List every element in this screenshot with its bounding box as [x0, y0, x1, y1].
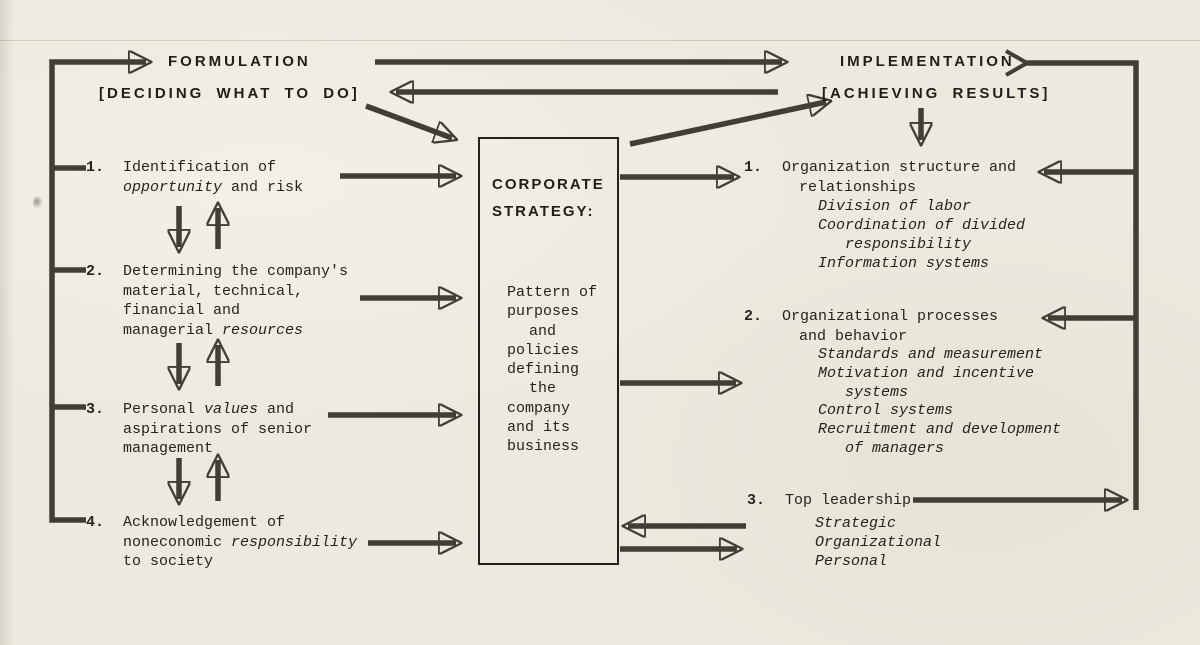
subitem: Coordination of divided [818, 217, 1026, 234]
subitem: Recruitment and development [818, 421, 1062, 439]
strategy-desc-line: and its [507, 419, 571, 437]
implementation-subtitle: [ACHIEVING RESULTS] [822, 85, 1051, 102]
item-text: Organization structure and relationships… [782, 158, 1025, 273]
item-text: Acknowledgement of noneconomic responsib… [123, 513, 357, 572]
scan-edge-shadow [0, 0, 14, 645]
item-number: 1. [744, 159, 763, 176]
item-subitems: Strategic Organizational Personal [785, 514, 941, 571]
item-text: Top leadership Strategic Organizational … [785, 491, 941, 571]
subitem: of managers [845, 439, 945, 457]
formulation-item-3: 3. Personal values and aspirations of se… [86, 400, 312, 459]
item-text: Identification of opportunity and risk [123, 158, 303, 197]
text-run: material, technical, [123, 282, 304, 300]
subitem: Division of labor [818, 198, 972, 215]
text-run: management [123, 440, 214, 457]
implementation-title: IMPLEMENTATION [840, 53, 1015, 70]
text-run: aspirations of senior [123, 420, 313, 438]
text-run: Acknowledgement of [123, 514, 286, 531]
paper-crease [0, 40, 1200, 41]
formulation-spine-arrow [49, 62, 146, 523]
text-run-italic: opportunity [123, 178, 223, 196]
item-heading-line: and behavior [799, 327, 908, 345]
item-heading-line: Organization structure and [782, 159, 1017, 176]
item-heading-line: relationships [799, 178, 917, 196]
strategy-desc-line: business [507, 438, 580, 456]
formulation-item-1: 1. Identification of opportunity and ris… [86, 158, 303, 197]
strategy-desc-line: and [529, 322, 557, 340]
formulation-item-2: 2. Determining the company's material, t… [86, 262, 348, 340]
strategy-to-achieving-arrow [629, 102, 826, 147]
corporate-strategy-description: Pattern of purposes and policies definin… [480, 283, 617, 457]
text-run: and risk [222, 178, 304, 196]
corporate-strategy-title: CORPORATE STRATEGY: [480, 171, 617, 225]
item-heading-line: Organizational processes [782, 308, 999, 325]
strategy-desc-line: defining [507, 361, 580, 379]
item-number: 4. [86, 514, 105, 531]
implementation-item-3: 3. Top leadership Strategic Organization… [747, 491, 941, 571]
item-heading-line: Top leadership [785, 492, 912, 509]
subitem: Motivation and incentive [818, 364, 1035, 382]
subitem: Standards and measurement [818, 346, 1044, 363]
item-number: 1. [86, 159, 105, 176]
item-text: Organizational processes and behavior St… [782, 307, 1061, 459]
text-run: noneconomic [123, 533, 232, 551]
deciding-to-strategy-arrow [365, 103, 452, 138]
subitem: Strategic [815, 514, 897, 532]
text-run: managerial [123, 321, 223, 339]
item-number: 2. [744, 308, 763, 325]
text-run: Personal [123, 401, 205, 418]
text-run: Identification of [123, 159, 277, 176]
text-run: to society [123, 553, 214, 570]
subitem: systems [845, 383, 909, 401]
strategy-desc-line: the [529, 380, 557, 398]
implementation-spine [1027, 60, 1139, 510]
subitem: Personal [815, 552, 888, 570]
corporate-strategy-box: CORPORATE STRATEGY: Pattern of purposes … [478, 137, 619, 565]
item-number: 3. [86, 401, 105, 418]
strategy-desc-line: policies [507, 341, 580, 359]
corporate-strategy-title-line1: CORPORATE [492, 176, 605, 193]
text-run: Determining the company's [123, 263, 349, 280]
text-run-italic: resources [222, 321, 304, 339]
item-subitems: Standards and measurement Motivation and… [782, 346, 1061, 459]
text-run-italic: responsibility [231, 533, 358, 551]
formulation-subtitle: [DECIDING WHAT TO DO] [99, 85, 360, 102]
scan-artifact [33, 196, 42, 210]
formulation-title: FORMULATION [168, 53, 311, 70]
item-subitems: Division of labor Coordination of divide… [782, 197, 1025, 273]
item-text: Determining the company's material, tech… [123, 262, 348, 340]
subitem: responsibility [845, 236, 972, 253]
subitem: Control systems [818, 402, 954, 420]
implementation-item-2: 2. Organizational processes and behavior… [744, 307, 1061, 459]
item-number: 2. [86, 263, 105, 280]
strategy-desc-line: company [507, 399, 571, 417]
subitem: Organizational [815, 533, 942, 551]
corporate-strategy-title-line2: STRATEGY: [492, 203, 595, 220]
item-number: 3. [747, 492, 766, 509]
subitem: Information systems [818, 255, 990, 272]
text-run: and [258, 401, 295, 418]
strategy-desc-line: purposes [507, 303, 580, 321]
item-text: Personal values and aspirations of senio… [123, 400, 312, 459]
formulation-item-4: 4. Acknowledgement of noneconomic respon… [86, 513, 357, 572]
strategy-desc-line: Pattern of [507, 284, 598, 301]
text-run-italic: values [204, 401, 259, 418]
text-run: financial and [123, 302, 241, 319]
implementation-item-1: 1. Organization structure and relationsh… [744, 158, 1025, 273]
